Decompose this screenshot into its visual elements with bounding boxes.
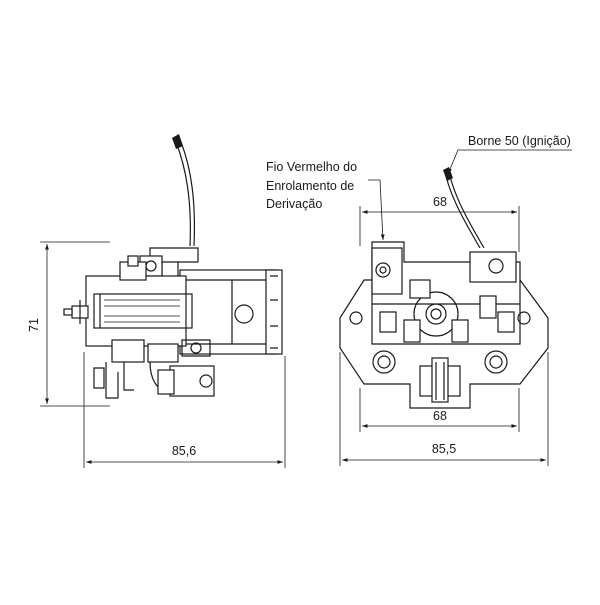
label-borne-50: Borne 50 (Ignição) — [468, 134, 571, 148]
leader-fio-vermelho — [368, 179, 385, 241]
front-view — [339, 167, 549, 409]
callouts: Fio Vermelho do Enrolamento de Derivação… — [266, 134, 572, 241]
side-mount-hole — [234, 304, 254, 324]
side-body — [179, 269, 277, 355]
side-dimensions: 71 85,6 — [27, 241, 286, 468]
leader-borne-50 — [447, 149, 572, 175]
front-dimensions: 68 68 85,5 — [339, 195, 549, 466]
front-hub — [413, 291, 459, 337]
front-hole-bl — [372, 350, 396, 374]
front-hole-tl — [349, 311, 363, 325]
dim-side-width: 85,6 — [172, 444, 196, 458]
label-fio-vermelho-2: Enrolamento de — [266, 179, 354, 193]
front-hole-tr — [517, 311, 531, 325]
dim-front-mid-width: 68 — [433, 409, 447, 423]
label-fio-vermelho-1: Fio Vermelho do — [266, 160, 357, 174]
dim-front-width: 85,5 — [432, 442, 456, 456]
front-hole-br — [484, 350, 508, 374]
dim-front-top-width: 68 — [433, 195, 447, 209]
side-view — [63, 134, 283, 399]
side-wire — [175, 141, 191, 247]
dim-side-height: 71 — [27, 318, 41, 332]
label-fio-vermelho-3: Derivação — [266, 197, 322, 211]
